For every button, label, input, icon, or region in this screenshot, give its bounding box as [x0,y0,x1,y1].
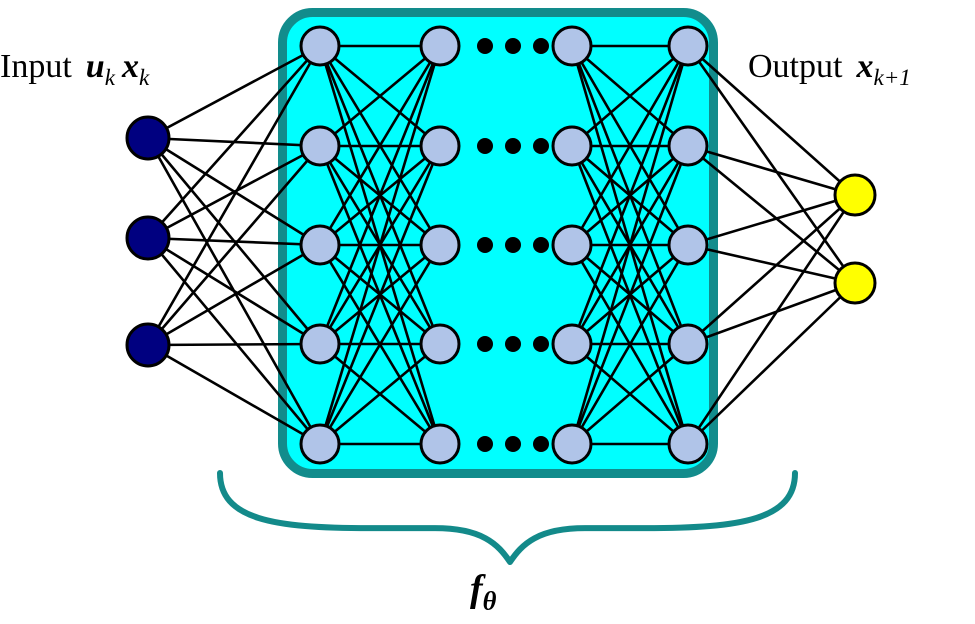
edge-input-1-to-hidden-1-1 [146,144,322,240]
underbrace-path [217,470,798,565]
node-hidden-3-5 [551,423,593,465]
input-symbol-x-subscript: k [138,64,150,91]
function-symbol-f: f [470,568,483,610]
edge-hidden-3-4-to-hidden-4-2 [570,243,690,446]
edge-input-1-to-hidden-1-2 [146,236,322,247]
input-symbol-u: u [85,48,105,85]
node-hidden-4-3 [667,224,709,266]
edge-hidden-4-1-to-output-0 [686,144,857,197]
brace-group [217,470,798,565]
ellipsis-dot-r2-c3 [533,138,549,154]
function-label: fθ [470,570,496,614]
edge-input-2-to-hidden-1-2 [146,243,322,347]
edge-input-1-to-hidden-1-0 [146,44,322,240]
edge-input-1-to-hidden-1-4 [146,236,322,446]
node-hidden-2-5 [419,423,461,465]
input-symbol-x: x [121,48,139,85]
input-label-prefix: Input [0,48,72,85]
edge-hidden-4-2-to-output-0 [686,193,857,247]
node-hidden-1-2 [299,125,341,167]
edge-hidden-3-4-to-hidden-4-0 [570,44,690,446]
node-hidden-2-1 [419,25,461,67]
ellipsis-dot-r5-c1 [477,436,493,452]
ellipsis-dot-r3-c1 [477,237,493,253]
node-hidden-3-4 [551,323,593,365]
edge-input-1-to-hidden-1-3 [146,236,322,346]
node-hidden-4-1 [667,25,709,67]
edge-hidden-4-4-to-output-1 [686,281,857,446]
edge-hidden-1-1-to-hidden-2-0 [318,44,442,148]
ellipsis-dot-r2-c2 [505,138,521,154]
ellipsis-dot-r3-c2 [505,237,521,253]
node-input-3 [125,322,171,368]
function-symbol-theta-subscript: θ [482,585,497,616]
ellipsis-dot-r1-c2 [505,38,521,54]
node-hidden-3-2 [551,125,593,167]
edge-hidden-4-3-to-output-1 [686,281,857,346]
edge-hidden-1-3-to-hidden-2-0 [318,44,442,346]
node-output-2 [833,261,877,305]
edge-hidden-4-0-to-output-1 [686,44,857,285]
input-symbol-u-subscript: k [104,64,115,91]
edge-input-2-to-hidden-1-0 [146,44,322,347]
edge-input-2-to-hidden-1-4 [146,343,322,446]
edge-hidden-1-2-to-hidden-2-0 [318,44,442,247]
edges-group [146,44,857,446]
ellipsis-dot-r3-c3 [533,237,549,253]
ellipsis-dot-r1-c1 [477,38,493,54]
output-symbol-x-subscript: k+1 [873,64,911,91]
ellipsis-dot-r5-c3 [533,436,549,452]
edge-hidden-1-4-to-hidden-2-3 [318,342,442,446]
ellipsis-dot-r5-c2 [505,436,521,452]
node-hidden-4-4 [667,323,709,365]
edge-input-2-to-hidden-1-3 [146,342,322,347]
ellipsis-group [477,38,549,452]
edge-hidden-1-4-to-hidden-2-0 [318,44,442,446]
node-hidden-2-3 [419,224,461,266]
node-hidden-1-4 [299,323,341,365]
edge-hidden-4-0-to-output-0 [686,44,857,197]
node-input-1 [125,115,171,161]
edge-hidden-4-2-to-output-1 [686,243,857,285]
node-hidden-4-5 [667,423,709,465]
edge-hidden-3-2-to-hidden-4-0 [570,44,690,247]
node-hidden-1-1 [299,25,341,67]
edge-hidden-3-4-to-hidden-4-1 [570,144,690,446]
edge-input-2-to-hidden-1-1 [146,144,322,347]
node-hidden-4-2 [667,125,709,167]
ellipsis-dot-r1-c3 [533,38,549,54]
ellipsis-dot-r2-c1 [477,138,493,154]
ellipsis-dot-r4-c2 [505,336,521,352]
output-symbol-x: x [856,48,874,85]
nodes-group [125,25,877,465]
edge-hidden-1-4-to-hidden-2-1 [318,144,442,446]
edge-hidden-1-4-to-hidden-2-2 [318,243,442,446]
edge-hidden-3-1-to-hidden-4-0 [570,44,690,148]
node-hidden-3-3 [551,224,593,266]
output-label-prefix: Output [748,48,843,85]
edge-hidden-4-4-to-output-0 [686,193,857,446]
ellipsis-dot-r4-c3 [533,336,549,352]
node-hidden-2-4 [419,323,461,365]
node-output-1 [833,173,877,217]
ellipsis-dot-r4-c1 [477,336,493,352]
edge-hidden-3-3-to-hidden-4-0 [570,44,690,346]
node-input-2 [125,215,171,261]
edge-input-0-to-hidden-1-0 [146,44,322,140]
edge-hidden-3-4-to-hidden-4-3 [570,342,690,446]
node-hidden-1-3 [299,224,341,266]
node-hidden-3-1 [551,25,593,67]
node-hidden-2-2 [419,125,461,167]
edge-hidden-4-1-to-output-1 [686,144,857,285]
node-hidden-1-5 [299,423,341,465]
edge-hidden-4-3-to-output-0 [686,193,857,346]
